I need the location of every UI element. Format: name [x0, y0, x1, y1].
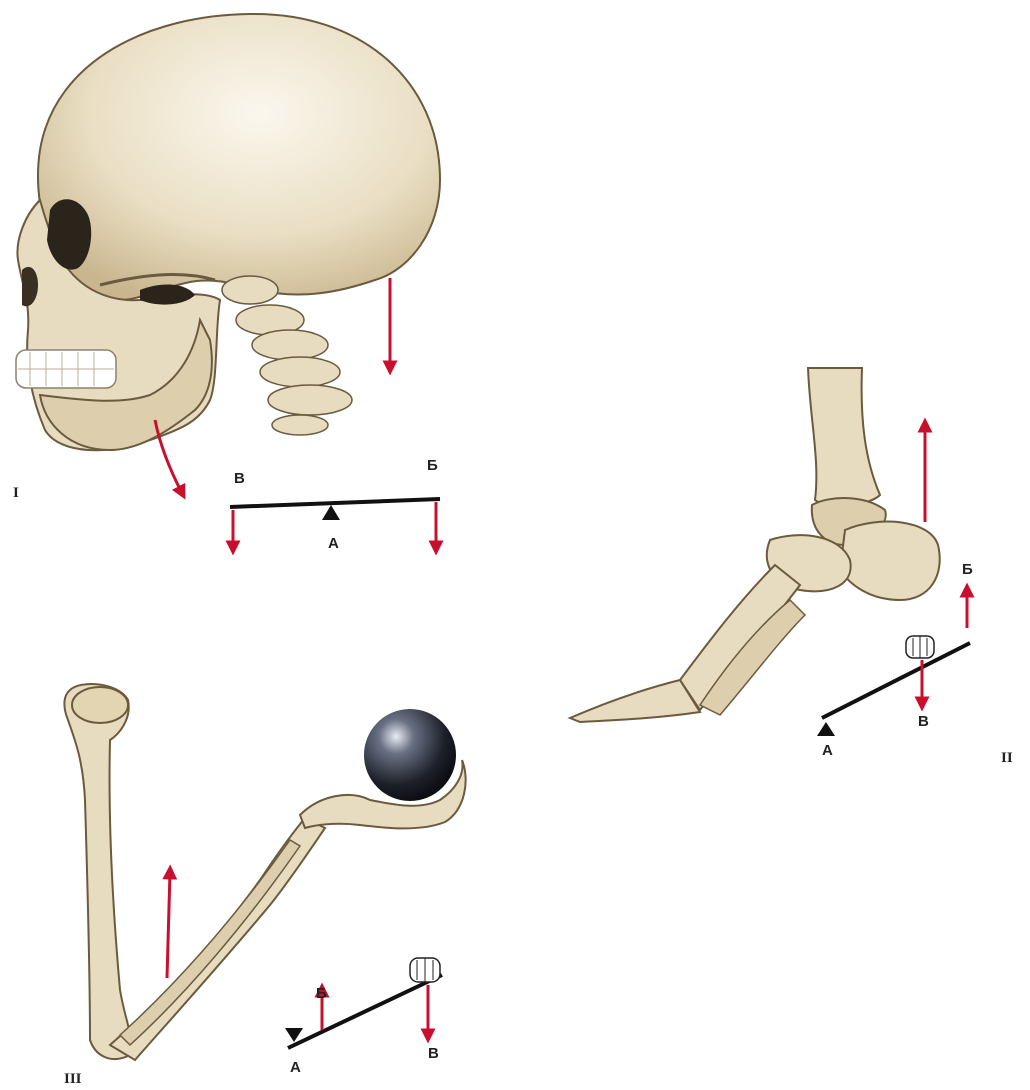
arm-humerus: [64, 684, 131, 1059]
foot-label-a: А: [822, 742, 833, 759]
figure-foot: Б В А II: [570, 368, 1013, 766]
figure-numeral-iii: III: [64, 1071, 82, 1087]
foot-lever: [817, 590, 970, 736]
foot-toes: [570, 680, 700, 722]
arm-label-v: В: [428, 1045, 439, 1062]
arm-arrow-biceps: [167, 872, 170, 978]
skull-teeth: [16, 350, 116, 388]
arm-weight-icon: [410, 958, 440, 982]
arm-fulcrum: [285, 1028, 303, 1042]
foot-label-b: Б: [962, 561, 973, 578]
foot-label-v: В: [918, 713, 929, 730]
figure-numeral-ii: II: [1001, 750, 1013, 766]
cervical-vertebrae: [222, 276, 352, 435]
figure-skull: В Б А I: [13, 14, 440, 552]
arm-label-a: А: [290, 1059, 301, 1076]
skull-label-v: В: [234, 470, 245, 487]
foot-calcaneus: [840, 522, 940, 600]
foot-weight-icon: [906, 636, 934, 658]
arm-ball: [364, 709, 456, 801]
figure-arm: Б В А III: [64, 684, 466, 1087]
figure-numeral-i: I: [13, 485, 19, 501]
skull-cranium: [38, 14, 440, 300]
skull-label-b: Б: [427, 457, 438, 474]
arm-lever: [285, 958, 442, 1048]
skull-label-a: А: [328, 535, 339, 552]
arm-label-b: Б: [316, 985, 327, 1002]
foot-tibia: [808, 368, 880, 506]
skull-fulcrum: [322, 505, 340, 520]
foot-fulcrum: [817, 722, 835, 736]
